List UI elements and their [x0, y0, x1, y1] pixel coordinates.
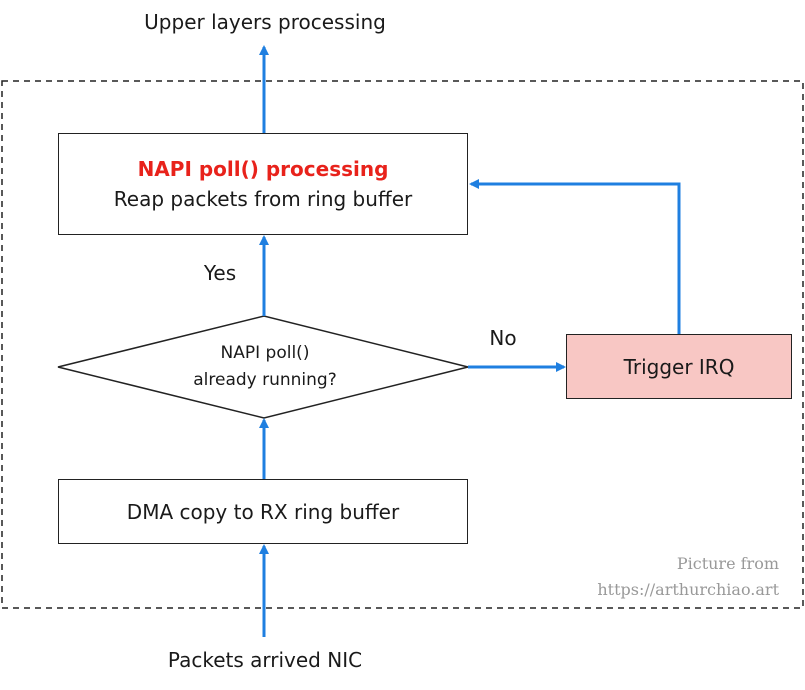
- dma-copy-box: DMA copy to RX ring buffer: [58, 479, 468, 544]
- credit-line-1: Picture from: [676, 554, 779, 573]
- napi-poll-box: NAPI poll() processing Reap packets from…: [58, 133, 468, 235]
- packets-arrived-label: Packets arrived NIC: [167, 648, 363, 672]
- yes-label: Yes: [203, 261, 237, 285]
- no-label: No: [489, 326, 517, 350]
- arrow-irq-to-napi: [469, 179, 681, 334]
- napi-poll-subtitle: Reap packets from ring buffer: [113, 187, 413, 211]
- napi-poll-title: NAPI poll() processing: [137, 157, 389, 181]
- upper-layers-label: Upper layers processing: [144, 10, 386, 34]
- system-boundary: [1, 80, 804, 609]
- credit-url: https://arthurchiao.art: [597, 580, 779, 599]
- picture-credit: Picture from https://arthurchiao.art: [597, 551, 779, 603]
- decision-line-1: NAPI poll(): [220, 343, 310, 363]
- decision-line-2: already running?: [193, 370, 337, 390]
- trigger-irq-box: Trigger IRQ: [566, 334, 792, 399]
- decision-text: NAPI poll() already running?: [160, 340, 370, 394]
